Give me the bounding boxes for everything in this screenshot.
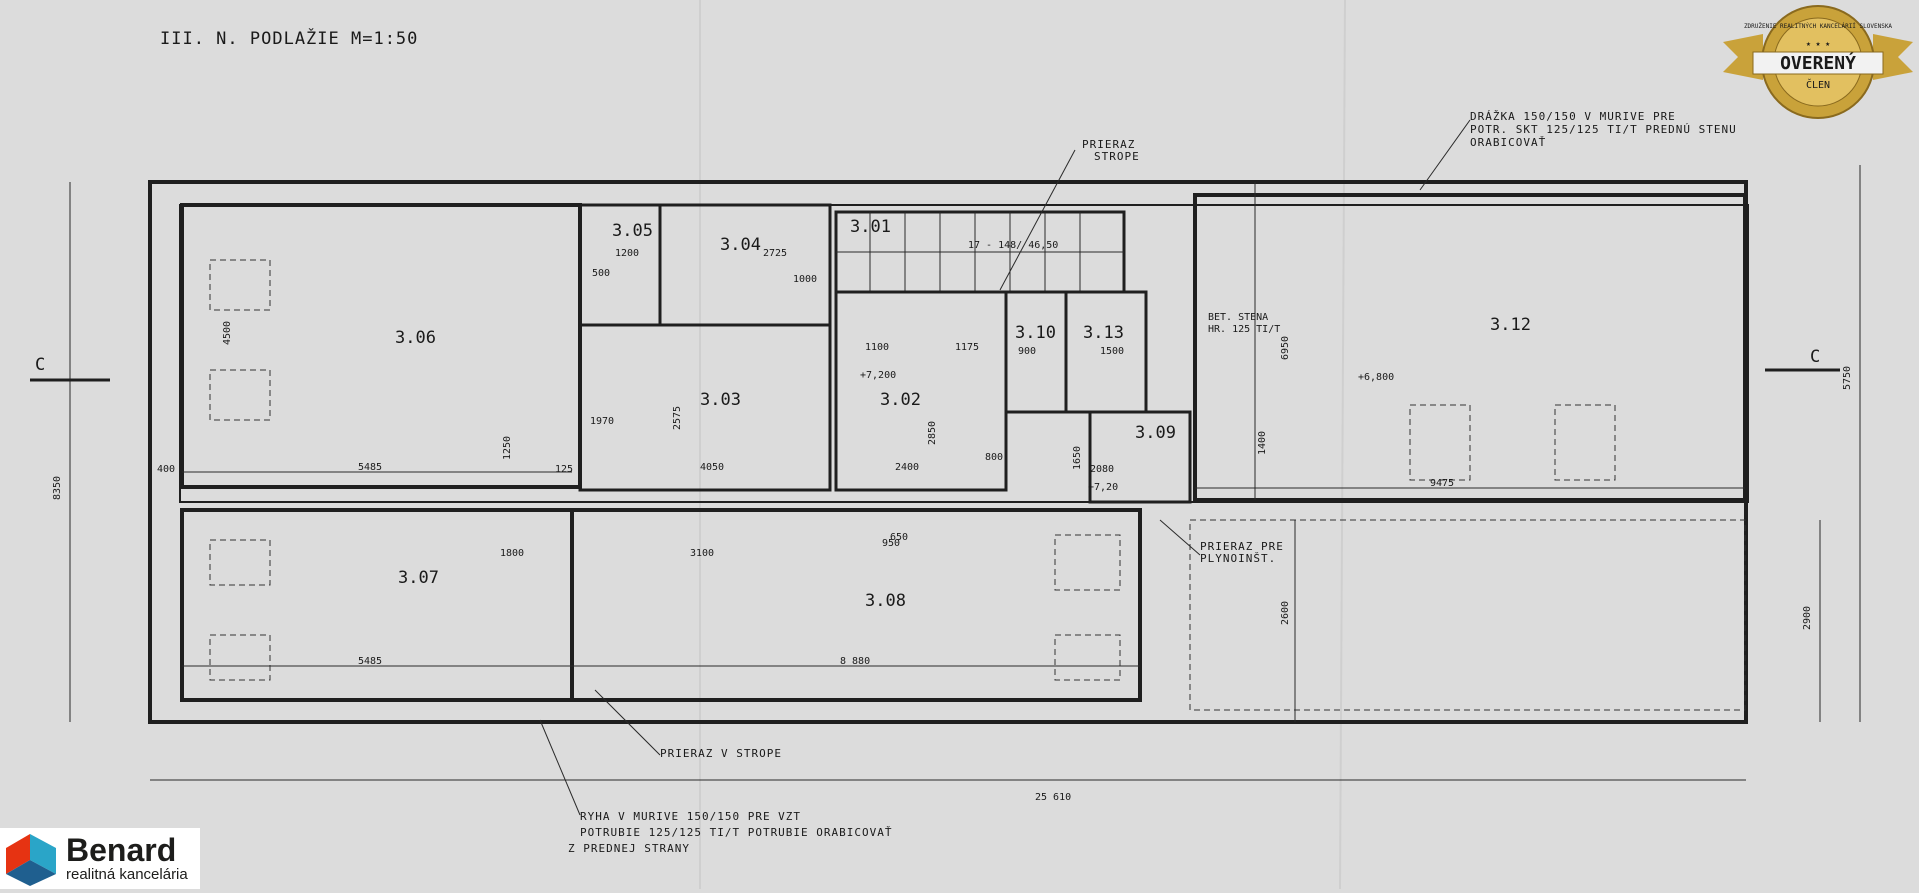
dim-2575: 2575	[672, 406, 683, 430]
badge-stars-icon: ★ ★ ★	[1806, 39, 1830, 48]
dim-2850: 2850	[927, 421, 938, 445]
badge-label: OVERENÝ	[1780, 52, 1856, 74]
company-logo: Benard realitná kancelária	[0, 828, 200, 889]
dim-125: 125	[555, 464, 573, 475]
room-label-3-05: 3.05	[612, 221, 653, 241]
dim-1000: 1000	[793, 274, 817, 285]
dim-400-left: 400	[157, 464, 175, 475]
room-label-3-13: 3.13	[1083, 323, 1124, 343]
dim-950: 950	[882, 538, 900, 549]
verified-member-badge: OVERENÝ ČLEN ZDRUŽENIE REALITNÝCH KANCEL…	[1723, 5, 1913, 119]
logo-brand-name: Benard	[66, 831, 177, 868]
dim-1250: 1250	[502, 436, 513, 460]
terrace-outline	[1189, 519, 1746, 711]
dim-2400: 2400	[895, 462, 919, 473]
dim-1800: 1800	[500, 548, 524, 559]
note-right-mid-1: PRIERAZ PRE	[1200, 540, 1284, 553]
note-leaders	[539, 119, 1471, 816]
note-bottom-3: Z PREDNEJ STRANY	[568, 842, 690, 855]
room-label-3-12: 3.12	[1490, 315, 1531, 335]
dim-2600: 2600	[1280, 601, 1291, 625]
note-top-right-1: DRÁŽKA 150/150 V MURIVE PRE	[1470, 110, 1676, 123]
dim-500: 500	[592, 268, 610, 279]
dim-2900: 2900	[1802, 606, 1813, 630]
dim-4050: 4050	[700, 462, 724, 473]
room-wall-3-06	[180, 203, 582, 489]
dim-900: 900	[1018, 346, 1036, 357]
dim-800: 800	[985, 452, 1003, 463]
note-right-mid-2: PLYNOINŠT.	[1200, 552, 1276, 565]
note-top-right-2: POTR. SKT 125/125 TI/T PREDNÚ STENU	[1470, 123, 1737, 136]
badge-sublabel: ČLEN	[1806, 78, 1830, 91]
plan-title: III. N. PODLAŽIE M=1:50	[160, 27, 418, 49]
dim-1970: 1970	[590, 416, 614, 427]
room-wall-3-02	[834, 290, 1008, 492]
level-mark-7200: +7,200	[860, 370, 896, 381]
logo-subtitle: realitná kancelária	[66, 865, 188, 883]
paper-fold	[1339, 0, 1346, 890]
note-prieraz-strop: PRIERAZ V STROPE	[660, 747, 782, 760]
dim-1100: 1100	[865, 342, 889, 353]
room-wall-3-08	[570, 508, 1142, 702]
dim-4500: 4500	[222, 321, 233, 345]
inner-wall-north	[179, 204, 1749, 503]
room-label-3-01: 3.01	[850, 217, 891, 237]
room-label-3-07: 3.07	[398, 568, 439, 588]
dim-1650: 1650	[1072, 446, 1083, 470]
dim-9475: 9475	[1430, 478, 1454, 489]
room-label-3-09: 3.09	[1135, 423, 1176, 443]
badge-ring-text: ZDRUŽENIE REALITNÝCH KANCELÁRIÍ SLOVENSK…	[1744, 22, 1892, 30]
note-bottom-1: RYHA V MURIVE 150/150 PRE VZT	[580, 810, 801, 823]
dim-5750: 5750	[1842, 366, 1853, 390]
room-wall-3-03	[578, 323, 832, 492]
room-label-3-03: 3.03	[700, 390, 741, 410]
dim-1175: 1175	[955, 342, 979, 353]
dim-8350: 8350	[52, 476, 63, 500]
benard-logo-icon	[6, 833, 56, 886]
dim-1500: 1500	[1100, 346, 1124, 357]
stair-treads	[836, 212, 1124, 292]
stair-note: 17 - 148/ 46,50	[968, 240, 1058, 251]
dim-3100: 3100	[690, 548, 714, 559]
furniture-outlines	[209, 259, 1616, 681]
dim-1200: 1200	[615, 248, 639, 259]
dim-1400: 1400	[1257, 431, 1268, 455]
dim-5485-top: 5485	[358, 462, 382, 473]
note-top-mid-2: STROPE	[1094, 150, 1140, 163]
room-wall-3-04	[658, 203, 832, 327]
level-mark-720: +7,20	[1088, 482, 1118, 493]
room-wall-3-09	[1088, 410, 1192, 504]
dimension-lines	[69, 165, 1861, 781]
outer-wall	[148, 180, 1748, 724]
room-label-3-02: 3.02	[880, 390, 921, 410]
dim-2725: 2725	[763, 248, 787, 259]
room-label-3-04: 3.04	[720, 235, 761, 255]
note-top-right-3: ORABICOVAŤ	[1470, 136, 1546, 149]
note-bet-stena-2: HR. 125 TI/T	[1208, 324, 1280, 335]
dim-overall-width: 25 610	[1035, 792, 1071, 803]
dim-6950: 6950	[1280, 336, 1291, 360]
dim-5485-bottom: 5485	[358, 656, 382, 667]
section-marker-left: C	[35, 355, 45, 375]
note-bottom-2: POTRUBIE 125/125 TI/T POTRUBIE ORABICOVA…	[580, 826, 893, 839]
note-top-mid-1: PRIERAZ	[1082, 138, 1135, 151]
room-wall-3-12	[1193, 193, 1747, 502]
room-label-3-08: 3.08	[865, 591, 906, 611]
section-marker-right: C	[1810, 347, 1820, 367]
note-bet-stena-1: BET. STENA	[1208, 312, 1268, 323]
room-label-3-10: 3.10	[1015, 323, 1056, 343]
room-label-3-06: 3.06	[395, 328, 436, 348]
dim-650: 650	[890, 532, 908, 543]
dim-2080: 2080	[1090, 464, 1114, 475]
room-wall-3-07	[180, 508, 574, 702]
dim-8880: 8 880	[840, 656, 870, 667]
level-mark-6800: +6,800	[1358, 372, 1394, 383]
